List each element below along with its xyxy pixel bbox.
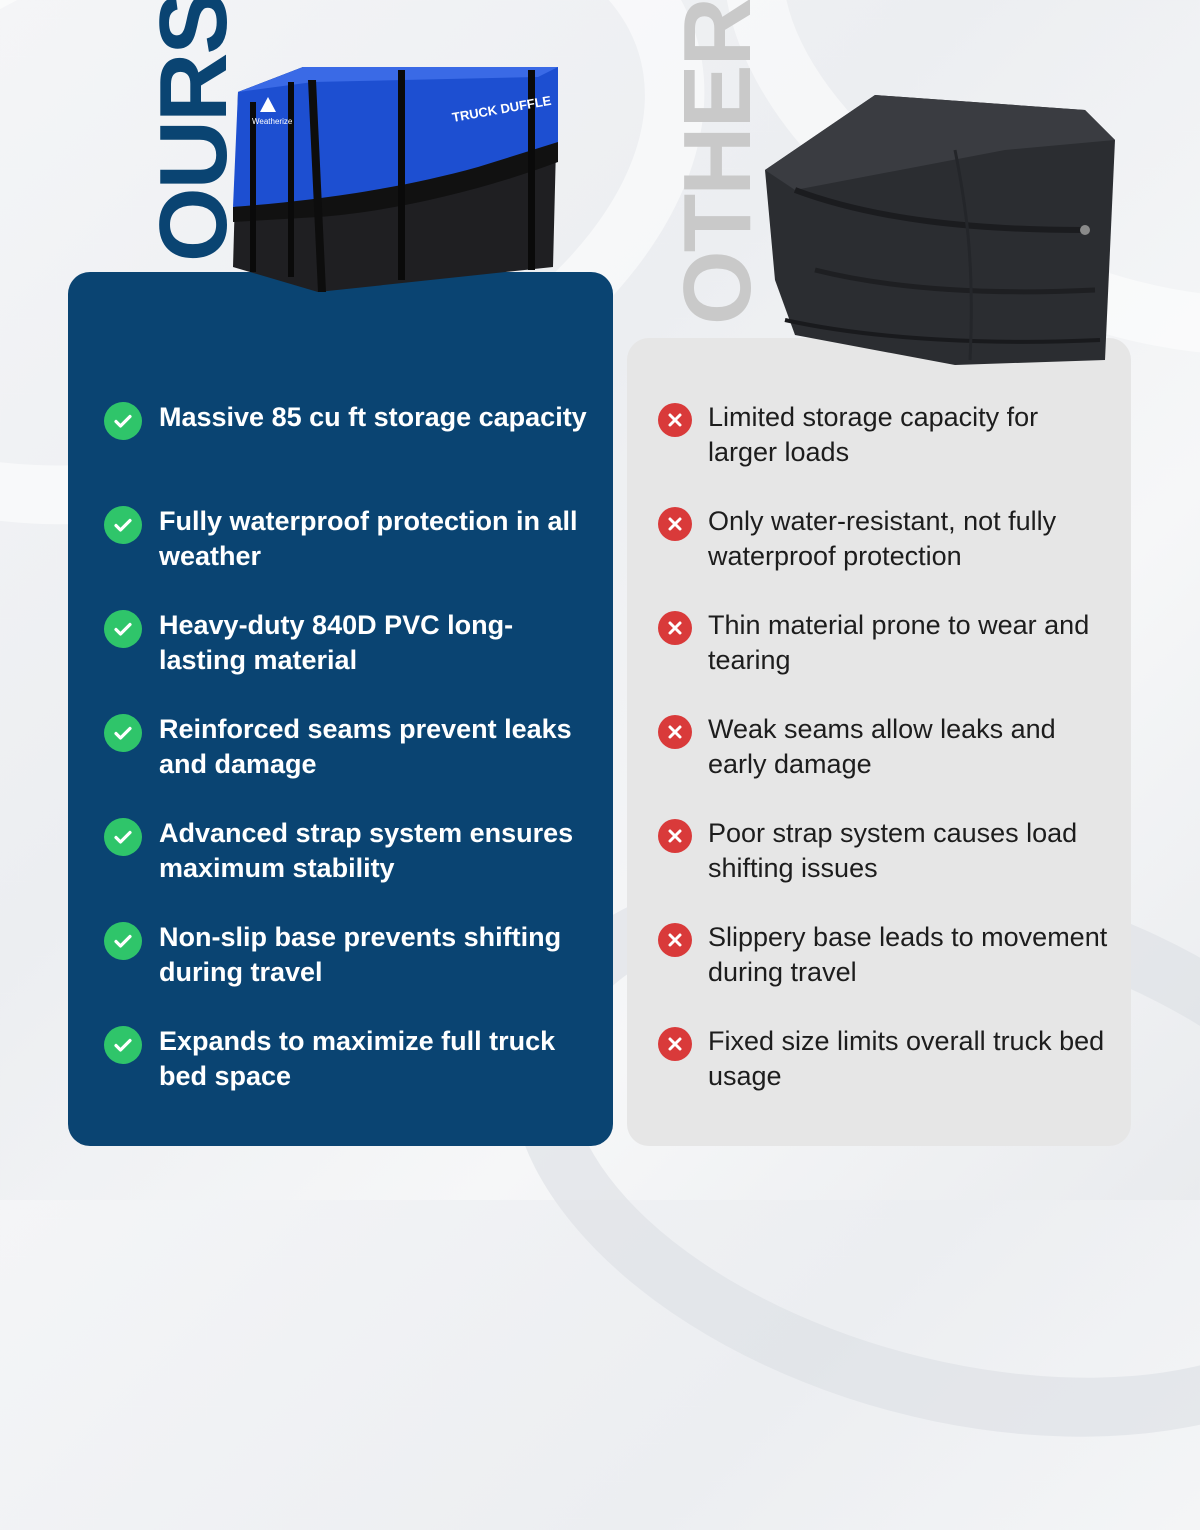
check-icon [104, 402, 142, 440]
list-item: Only water-resistant, not fully waterpro… [658, 504, 1108, 608]
others-label: OTHERS [664, 0, 771, 325]
ours-feature-list: Massive 85 cu ft storage capacity Fully … [104, 400, 594, 1128]
list-item: Heavy-duty 840D PVC long-lasting materia… [104, 608, 594, 712]
list-item: Slippery base leads to movement during t… [658, 920, 1108, 1024]
feature-text: Limited storage capacity for larger load… [708, 402, 1039, 467]
x-icon [658, 1027, 692, 1061]
check-icon [104, 610, 142, 648]
feature-text: Fully waterproof protection in all weath… [159, 506, 578, 571]
feature-text: Reinforced seams prevent leaks and damag… [159, 714, 572, 779]
weatherize-logo-text: Weatherize [252, 117, 293, 126]
truck-duffle-product-image: TRUCK DUFFLE Weatherize [233, 67, 558, 292]
generic-cover-product-image [765, 95, 1115, 365]
list-item: Expands to maximize full truck bed space [104, 1024, 594, 1128]
feature-text: Poor strap system causes load shifting i… [708, 818, 1078, 883]
feature-text: Advanced strap system ensures maximum st… [159, 818, 574, 883]
check-icon [104, 506, 142, 544]
list-item: Limited storage capacity for larger load… [658, 400, 1108, 504]
list-item: Poor strap system causes load shifting i… [658, 816, 1108, 920]
x-icon [658, 507, 692, 541]
x-icon [658, 819, 692, 853]
feature-text: Expands to maximize full truck bed space [159, 1026, 556, 1091]
x-icon [658, 611, 692, 645]
x-icon [658, 403, 692, 437]
list-item: Reinforced seams prevent leaks and damag… [104, 712, 594, 816]
list-item: Massive 85 cu ft storage capacity [104, 400, 594, 504]
feature-text: Only water-resistant, not fully waterpro… [708, 506, 1057, 571]
check-icon [104, 922, 142, 960]
feature-text: Massive 85 cu ft storage capacity [159, 402, 587, 432]
list-item: Weak seams allow leaks and early damage [658, 712, 1108, 816]
others-feature-list: Limited storage capacity for larger load… [658, 400, 1108, 1128]
feature-text: Slippery base leads to movement during t… [708, 922, 1108, 987]
ours-panel [68, 272, 613, 1146]
others-panel [627, 338, 1131, 1146]
feature-text: Weak seams allow leaks and early damage [708, 714, 1056, 779]
list-item: Non-slip base prevents shifting during t… [104, 920, 594, 1024]
feature-text: Heavy-duty 840D PVC long-lasting materia… [159, 610, 514, 675]
check-icon [104, 714, 142, 752]
x-icon [658, 923, 692, 957]
list-item: Fixed size limits overall truck bed usag… [658, 1024, 1108, 1128]
list-item: Fully waterproof protection in all weath… [104, 504, 594, 608]
check-icon [104, 1026, 142, 1064]
list-item: Advanced strap system ensures maximum st… [104, 816, 594, 920]
feature-text: Thin material prone to wear and tearing [708, 610, 1090, 675]
feature-text: Fixed size limits overall truck bed usag… [708, 1026, 1105, 1091]
x-icon [658, 715, 692, 749]
list-item: Thin material prone to wear and tearing [658, 608, 1108, 712]
feature-text: Non-slip base prevents shifting during t… [159, 922, 562, 987]
check-icon [104, 818, 142, 856]
